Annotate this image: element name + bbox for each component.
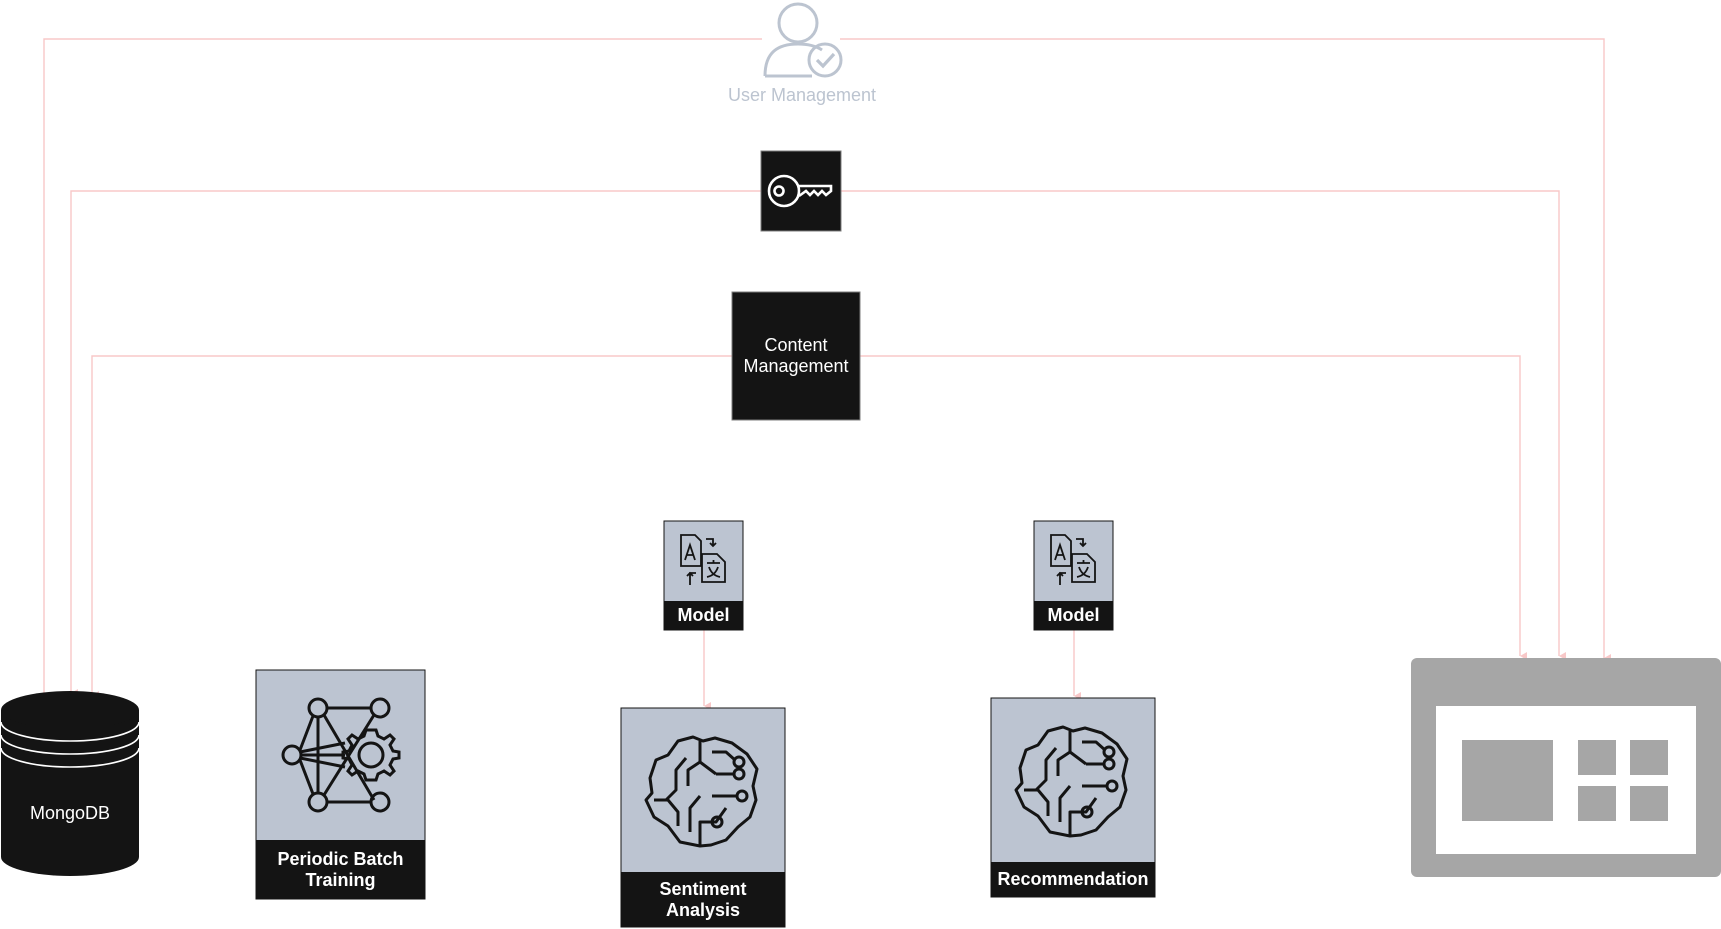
translate-icon <box>1050 534 1096 585</box>
brain-circuit-icon <box>644 735 759 848</box>
connector-content-to-app <box>860 355 1527 660</box>
translate-icon <box>680 534 726 585</box>
user-check-icon <box>763 2 843 78</box>
brain-circuit-icon <box>1014 725 1129 838</box>
model-label-2: Model <box>1047 605 1100 625</box>
connectors <box>43 38 1611 710</box>
connector-key-to-app <box>840 190 1566 660</box>
content-management-box[interactable] <box>731 291 861 421</box>
sentiment-analysis-label: Sentiment Analysis <box>621 872 785 927</box>
sentiment-analysis-tile[interactable] <box>620 707 786 928</box>
batch-training-line2: Training <box>305 869 376 890</box>
sentiment-analysis-line1: Sentiment <box>659 878 747 899</box>
key-icon[interactable] <box>760 150 842 232</box>
mongodb-label: MongoDB <box>29 802 111 823</box>
content-management-line2: Management <box>743 356 849 376</box>
model-tile-2[interactable] <box>1033 520 1114 631</box>
connector-user-to-db <box>43 38 762 702</box>
connector-content-to-db <box>91 355 732 699</box>
network-gear-icon <box>281 697 401 813</box>
recommendation-label: Recommendation <box>997 869 1149 889</box>
batch-training-line1: Periodic Batch <box>277 848 404 869</box>
content-management-line1: Content <box>764 335 828 355</box>
sentiment-analysis-line2: Analysis <box>665 899 741 920</box>
batch-training-tile[interactable] <box>255 669 426 900</box>
batch-training-label: Periodic Batch Training <box>256 840 425 899</box>
connector-user-to-app <box>840 38 1611 662</box>
model-tile-1[interactable] <box>663 520 744 631</box>
model-label-1: Model <box>677 605 730 625</box>
connector-key-to-db <box>70 190 762 697</box>
content-management-label: Content Management <box>732 292 860 420</box>
web-app-window-icon[interactable] <box>1411 658 1721 877</box>
database-icon[interactable] <box>0 691 140 876</box>
user-management-label: User Management <box>727 85 877 105</box>
recommendation-tile[interactable] <box>990 697 1156 898</box>
